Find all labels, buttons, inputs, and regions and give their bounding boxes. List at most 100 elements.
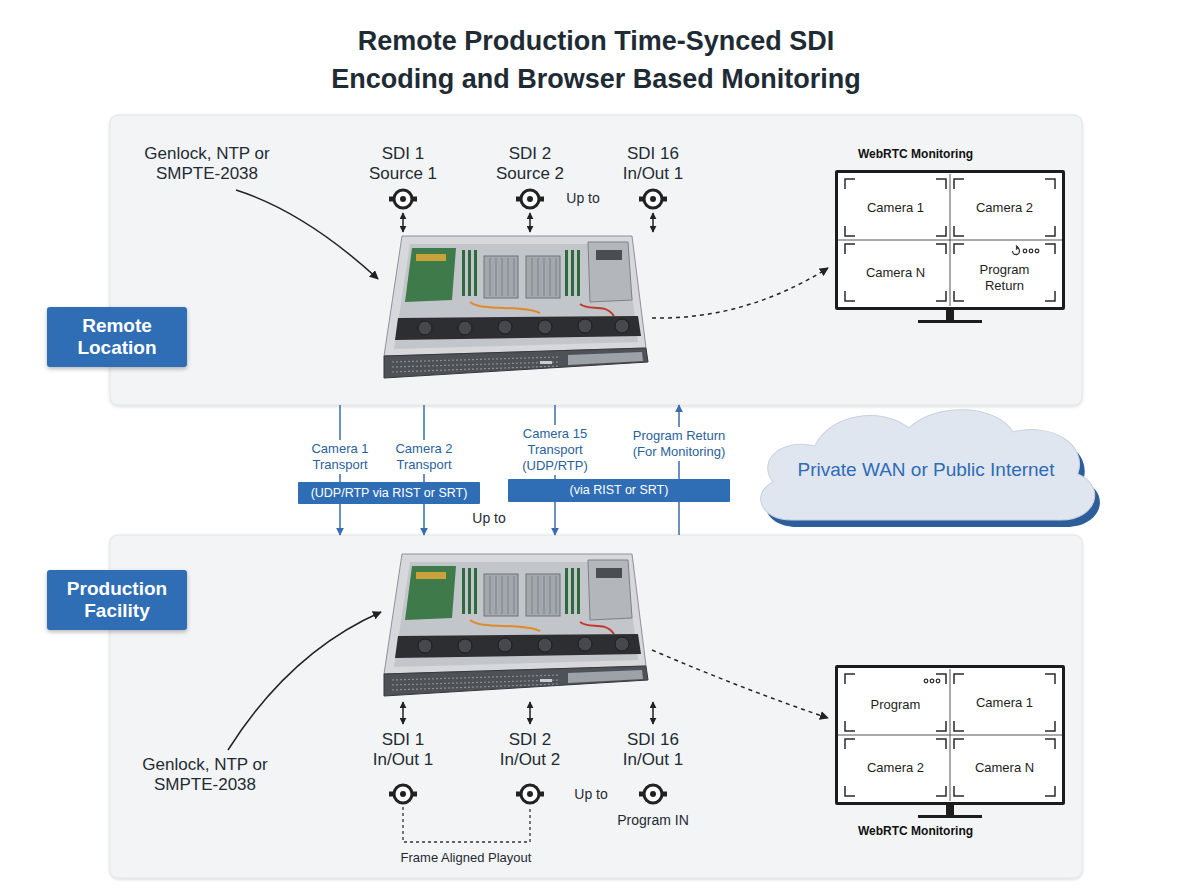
tile-frame	[845, 244, 946, 301]
screen-grid	[838, 669, 1062, 801]
bnc-connector	[389, 785, 417, 803]
cloud-label: Private WAN or Public Internet	[798, 459, 1055, 482]
sdi-port-label: SDI 16 In/Out 1	[613, 730, 693, 770]
monitor-heading: WebRTC Monitoring	[858, 147, 973, 161]
video-tile: Camera N	[843, 242, 948, 303]
sdi-port-label: SDI 16 In/Out 1	[613, 144, 693, 184]
bnc-connector	[527, 791, 533, 797]
sync-source-label: Genlock, NTP or SMPTE-2038	[137, 144, 277, 184]
tile-label: Camera 2	[856, 760, 936, 776]
bidirectional-arrow	[402, 213, 404, 232]
bidirectional-arrow	[529, 213, 531, 232]
location-tag: Remote Location	[47, 307, 187, 367]
player-icon	[930, 679, 934, 683]
sync-arrow	[228, 190, 381, 750]
count-note: Up to	[558, 190, 608, 206]
bnc-connector	[650, 791, 656, 797]
tile-frame	[845, 179, 946, 236]
count-note: Up to	[566, 786, 616, 802]
monitor-body	[835, 665, 1065, 805]
bnc-connector	[650, 196, 656, 202]
player-icon	[1013, 248, 1020, 255]
sync-source-label: Genlock, NTP or SMPTE-2038	[135, 755, 275, 795]
network-cloud: Private WAN or Public Internet	[748, 398, 1108, 538]
monitor-heading: WebRTC Monitoring	[858, 824, 973, 838]
sdi-port-label: SDI 2 In/Out 2	[490, 730, 570, 770]
sync-arrow	[228, 612, 381, 750]
tile-frame	[954, 179, 1055, 236]
bnc-connector	[516, 785, 544, 803]
tile-frame	[954, 674, 1055, 731]
bnc-connector	[644, 785, 662, 803]
bidirectional-arrow	[652, 213, 654, 232]
transport-band: (via RIST or SRT)	[508, 479, 730, 502]
transport-connector	[554, 502, 556, 535]
transport-label: Camera 15 Transport (UDP/RTP)	[516, 425, 594, 475]
server-chassis	[384, 554, 648, 696]
monitoring-arrow	[652, 650, 828, 718]
monitor-body	[918, 320, 982, 323]
bnc-connector	[394, 190, 412, 208]
diagram-title: Remote Production Time-Synced SDI Encodi…	[326, 22, 866, 98]
video-tile: Program	[843, 672, 948, 733]
video-tile: Camera 1	[843, 177, 948, 238]
video-tile: Camera 2	[843, 737, 948, 798]
location-panel: Production FacilityWebRTC MonitoringProg…	[110, 535, 1082, 878]
count-note: Up to	[464, 510, 514, 526]
bnc-connector	[389, 190, 417, 208]
bnc-connector	[516, 190, 544, 208]
player-icon	[924, 679, 928, 683]
bidirectional-arrow	[402, 702, 404, 724]
tile-label: Camera 1	[856, 200, 936, 216]
panel-ground	[110, 115, 1082, 405]
monitor-screen: WebRTC MonitoringCamera 1Camera 2Camera …	[835, 170, 1065, 310]
tile-label: Camera 1	[965, 695, 1045, 711]
tile-frame	[954, 739, 1055, 796]
sdi-port-label: SDI 2 Source 2	[490, 144, 570, 184]
transport-connector	[423, 504, 425, 535]
monitor-screen: WebRTC MonitoringProgramCamera 1Camera 2…	[835, 665, 1065, 805]
bnc-connector	[400, 791, 406, 797]
playout-note: Frame Aligned Playout	[376, 850, 556, 866]
monitor-body	[918, 815, 982, 818]
player-icon	[1016, 246, 1018, 250]
tile-frame	[845, 739, 946, 796]
player-icon	[1023, 249, 1027, 253]
monitor-body	[946, 805, 954, 816]
tile-label: Program	[856, 697, 936, 713]
bnc-connector	[639, 190, 667, 208]
player-icon	[1035, 249, 1039, 253]
bnc-connector	[394, 785, 412, 803]
transport-note: (via RIST or SRT)	[570, 483, 669, 498]
tile-frame	[954, 244, 1055, 301]
player-icon	[936, 679, 940, 683]
video-tile: Program Return	[952, 242, 1057, 303]
bnc-connector	[521, 190, 539, 208]
bnc-connector	[644, 190, 662, 208]
tile-frame	[845, 674, 946, 731]
sdi-port-label: SDI 1 Source 1	[363, 144, 443, 184]
tile-label: Program Return	[965, 262, 1045, 293]
bidirectional-arrow	[529, 702, 531, 724]
monitoring-arrow	[652, 268, 828, 318]
sdi-port-label: SDI 1 In/Out 1	[363, 730, 443, 770]
monitor-body	[835, 170, 1065, 310]
screen-grid	[838, 174, 1062, 306]
transport-label: Program Return (For Monitoring)	[630, 427, 728, 461]
transport-connector	[678, 502, 680, 535]
transport-note: (UDP/RTP via RIST or SRT)	[311, 486, 468, 501]
bnc-connector	[639, 785, 667, 803]
transport-label: Camera 2 Transport	[389, 440, 459, 474]
tile-label: Camera N	[856, 265, 936, 281]
player-icon	[1029, 249, 1033, 253]
tile-label: Camera 2	[965, 200, 1045, 216]
playout-bracket	[403, 807, 530, 842]
transport-connector	[339, 504, 341, 535]
sync-arrow	[236, 190, 378, 279]
bidirectional-arrow	[652, 702, 654, 724]
bnc-connector	[400, 196, 406, 202]
transport-band: (UDP/RTP via RIST or SRT)	[298, 482, 480, 504]
server-chassis	[384, 236, 648, 378]
tile-label: Camera N	[965, 760, 1045, 776]
